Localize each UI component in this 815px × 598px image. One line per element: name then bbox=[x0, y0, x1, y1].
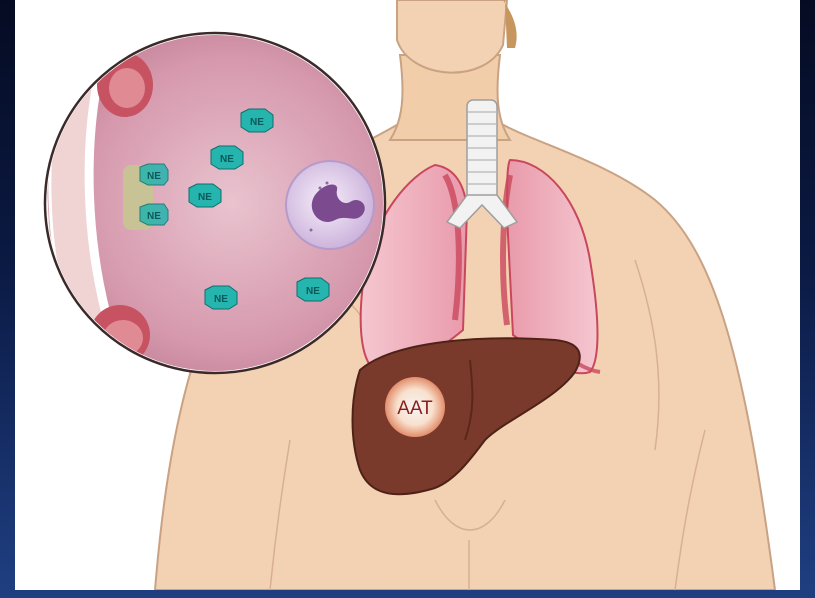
enzyme-marker-icon: NE bbox=[297, 278, 329, 301]
enzyme-label: NE bbox=[306, 286, 320, 297]
aat-label: AAT bbox=[397, 398, 433, 419]
illustration-canvas: AAT bbox=[15, 0, 800, 590]
blood-vessel-lumen bbox=[109, 68, 145, 108]
enzyme-label: NE bbox=[250, 117, 264, 128]
head-shape bbox=[397, 0, 507, 73]
enzyme-marker-icon: NE bbox=[140, 164, 168, 185]
enzyme-label: NE bbox=[147, 171, 161, 182]
enzyme-marker-icon: NE bbox=[211, 146, 243, 169]
enzyme-marker-icon: NE bbox=[140, 204, 168, 225]
enzyme-label: NE bbox=[147, 211, 161, 222]
enzyme-marker-icon: NE bbox=[189, 184, 221, 207]
enzyme-label: NE bbox=[214, 294, 228, 305]
enzyme-marker-icon: NE bbox=[205, 286, 237, 309]
trachea-tube bbox=[467, 100, 497, 200]
alveolus-zoom-view: NE NE NE NE NE bbox=[45, 33, 385, 373]
anatomy-illustration: AAT bbox=[15, 0, 800, 590]
neutrophil-cell-icon bbox=[286, 161, 374, 249]
enzyme-marker-icon: NE bbox=[241, 109, 273, 132]
blood-vessel-lumen bbox=[103, 320, 143, 356]
enzyme-label: NE bbox=[220, 154, 234, 165]
enzyme-label: NE bbox=[198, 192, 212, 203]
